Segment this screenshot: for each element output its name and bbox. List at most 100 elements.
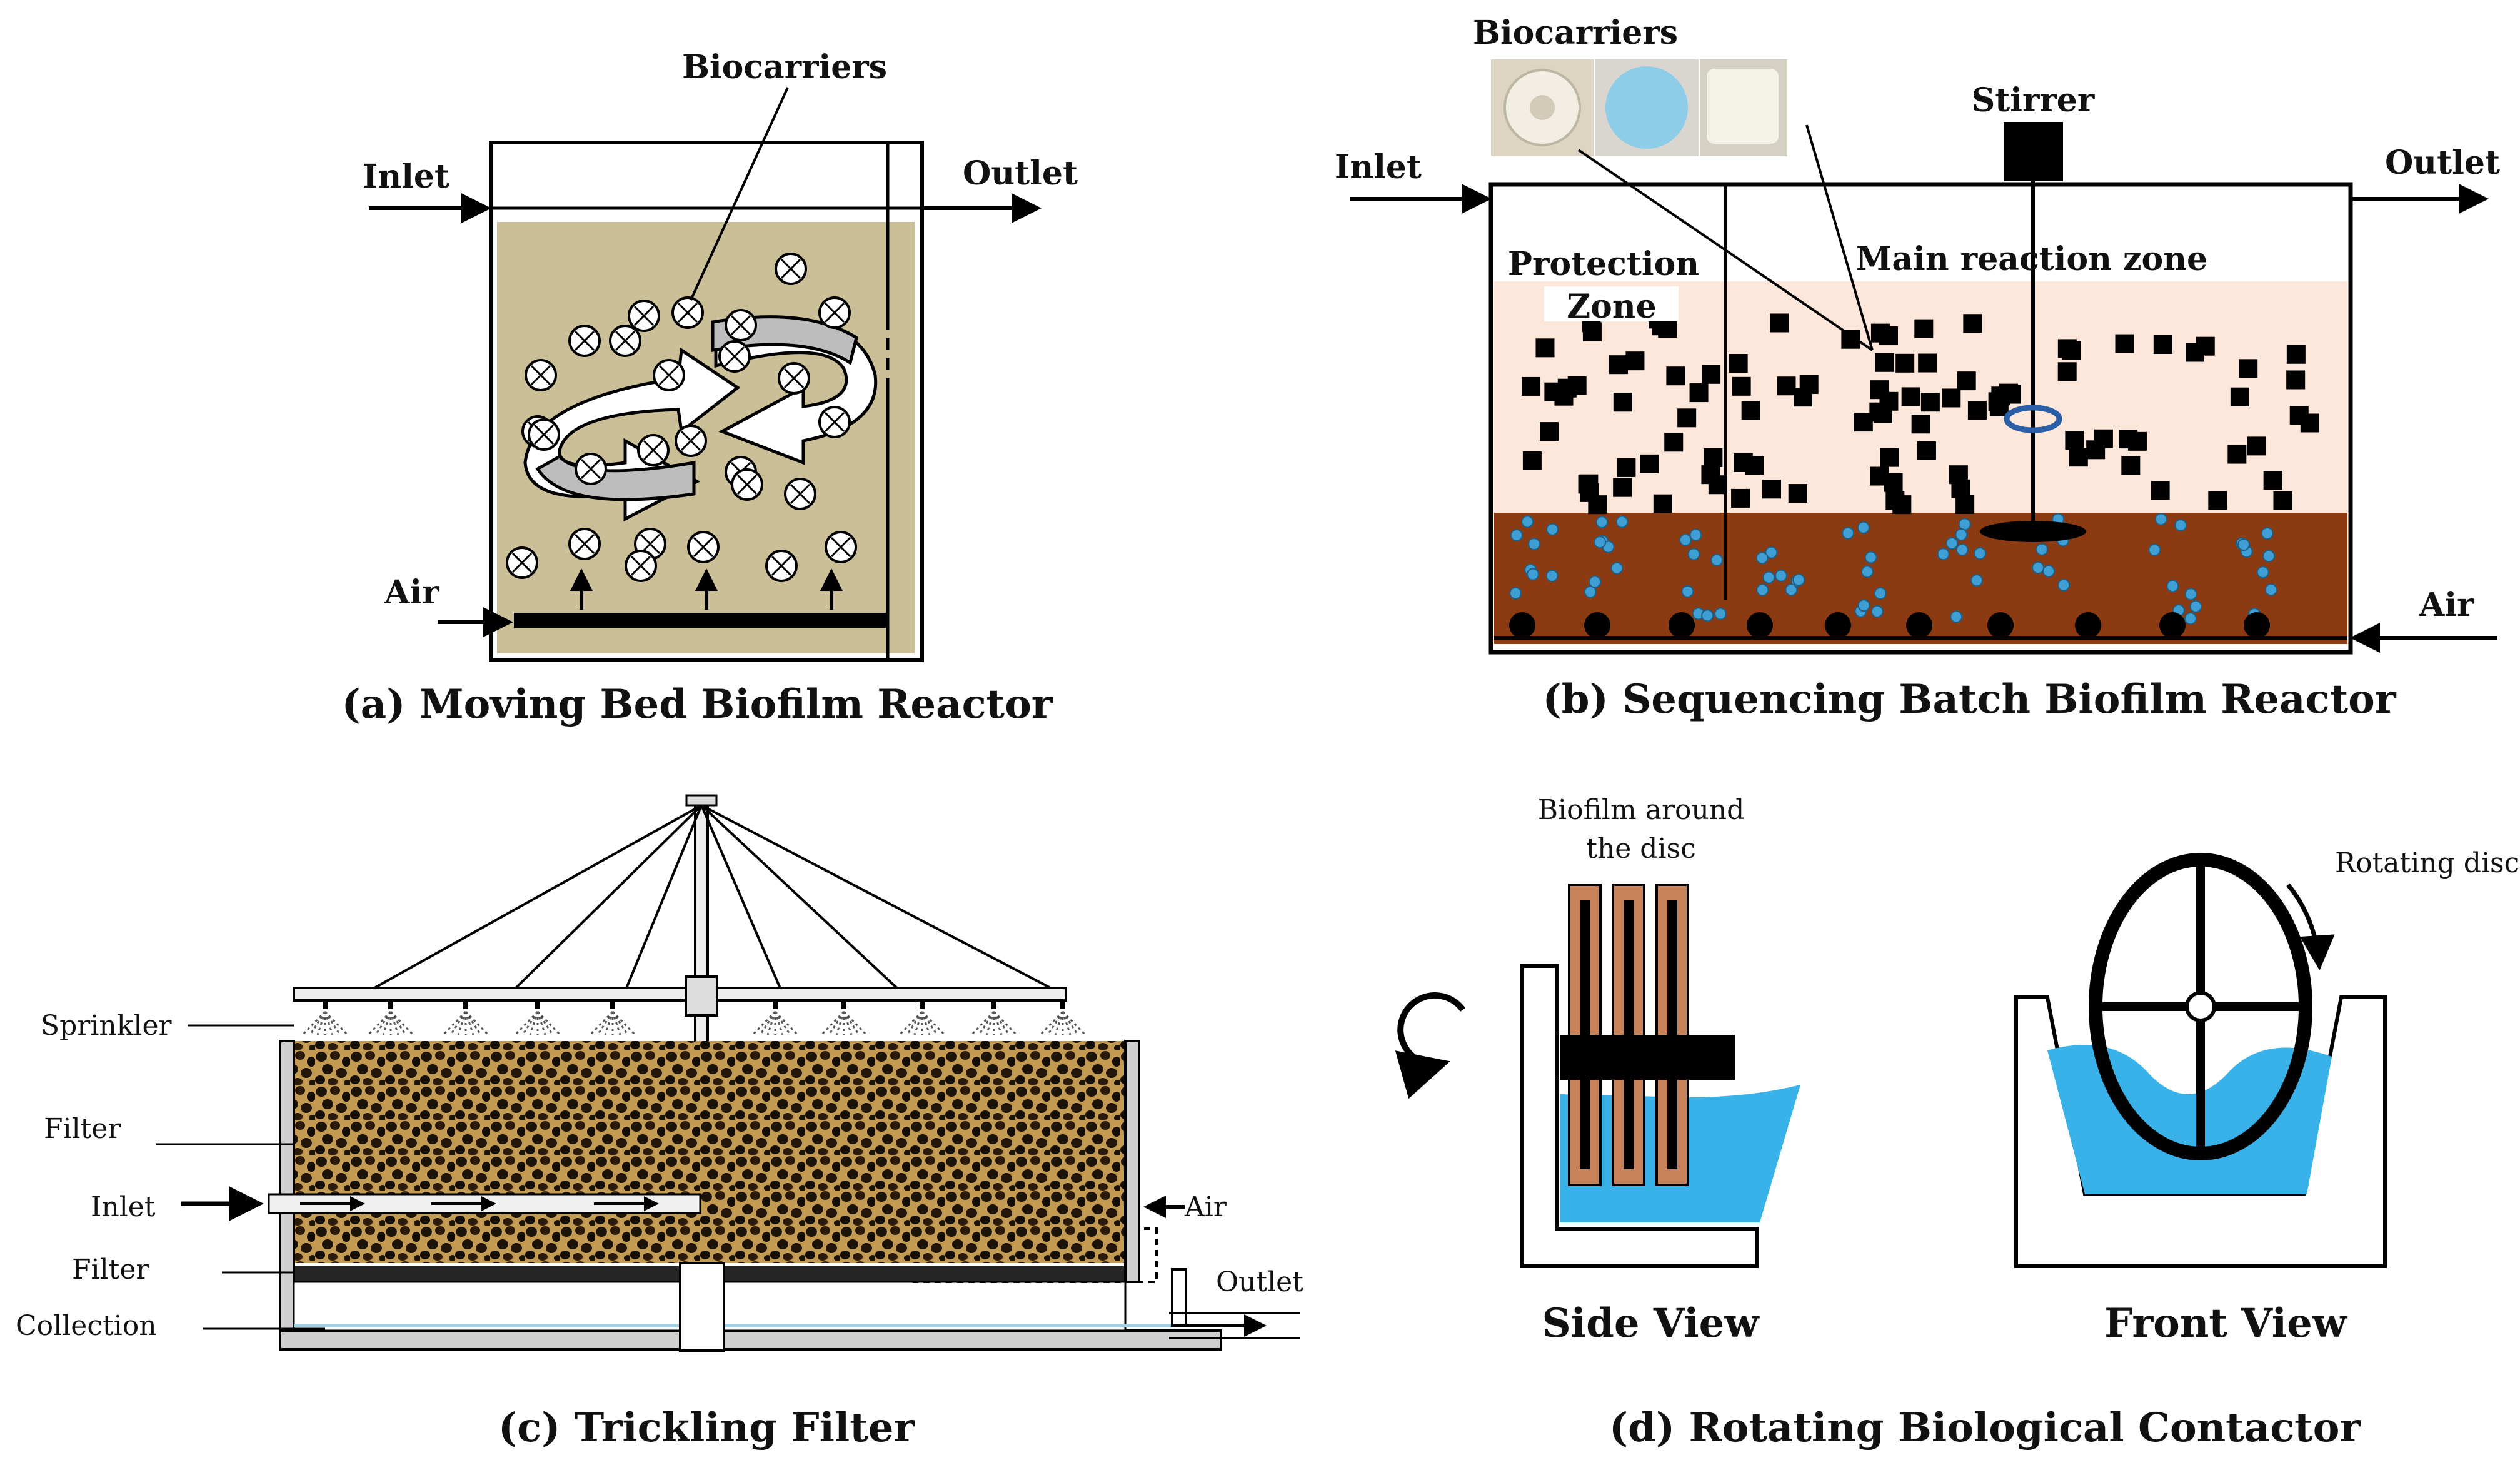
diffuser — [1825, 612, 1851, 638]
air-bubble — [1945, 536, 1959, 550]
spray-nozzle — [514, 1000, 561, 1036]
biocarrier — [528, 418, 560, 451]
biocarrier-cube — [1788, 484, 1807, 503]
mbbr-biocarriers — [506, 253, 857, 582]
biocarrier-cube — [1901, 387, 1920, 406]
biocarrier-cube — [1920, 393, 1940, 412]
biocarrier-cube — [1777, 376, 1796, 396]
biocarrier-cube — [1741, 401, 1760, 420]
biocarrier-cube — [1951, 479, 1970, 498]
tf-sprays — [301, 1000, 1087, 1036]
biocarrier-cube — [1957, 371, 1976, 391]
air-bubble — [2042, 565, 2055, 578]
biocarrier-cube — [1967, 401, 1987, 420]
biocarrier — [778, 362, 810, 395]
air-bubble — [1870, 605, 1884, 618]
air-bubble — [1955, 543, 1969, 556]
caption-c: (c) Trickling Filter — [498, 1404, 916, 1451]
tf-filter-media — [294, 1041, 1125, 1263]
sbbr-stirrer-motor — [2004, 122, 2063, 181]
biocarrier-cube — [1701, 465, 1720, 485]
biocarrier-cube — [1666, 366, 1685, 386]
biocarrier-cube — [2273, 491, 2292, 510]
biocarrier — [825, 531, 857, 563]
diffuser — [2244, 612, 2270, 638]
air-bubble — [2154, 513, 2167, 526]
diffuser — [1669, 612, 1695, 638]
diffuser — [2075, 612, 2101, 638]
biocarrier-cube — [1732, 376, 1751, 396]
biocarrier-cube — [1734, 453, 1753, 472]
biocarrier-cube — [1704, 448, 1723, 467]
biocarrier-cube — [2230, 387, 2249, 406]
biocarrier — [775, 253, 807, 285]
rbc-front-view-label: Front View — [2104, 1300, 2348, 1347]
caption-b: (b) Sequencing Batch Biofilm Reactor — [1542, 676, 2396, 723]
tf-filter-top-label: Filter — [44, 1113, 121, 1145]
sbbr-biocarriers — [1522, 310, 2319, 515]
sbbr-diffusers — [1509, 612, 2270, 638]
biocarrier-cube — [1544, 382, 1564, 401]
air-bubble — [1594, 536, 1607, 549]
air-bubble — [1765, 546, 1778, 559]
diffuser — [1509, 612, 1535, 638]
panel-d-rbc: Biofilm around the disc Side View Rotati… — [1395, 794, 2519, 1451]
air-bubble — [1701, 609, 1714, 622]
biocarrier-cube — [1895, 353, 1915, 373]
air-bubble — [2166, 580, 2179, 593]
biocarrier-cube — [1963, 314, 1982, 333]
air-bubble — [1937, 548, 1950, 561]
biocarrier-cube — [2208, 491, 2227, 510]
air-bubble — [2148, 543, 2161, 556]
biocarrier-cube — [1875, 353, 1894, 372]
air-bubble — [1521, 515, 1534, 528]
biocarrier-cube — [1522, 451, 1542, 470]
tf-filter-bottom-label: Filter — [72, 1254, 149, 1286]
spray-nozzle — [301, 1000, 349, 1036]
biocarrier-cube — [2227, 445, 2247, 464]
air-bubble — [1681, 585, 1694, 598]
biocarrier-cube — [1870, 380, 1890, 400]
caption-d: (d) Rotating Biological Contactor — [1609, 1404, 2362, 1451]
biocarrier-cube — [1892, 495, 1912, 515]
tf-sprinkler-label: Sprinkler — [41, 1010, 173, 1042]
biocarrier — [765, 550, 798, 582]
sbbr-air-label: Air — [2419, 586, 2474, 624]
spray-nozzle — [751, 1000, 799, 1036]
biocarrier-cube — [1731, 488, 1750, 508]
biocarrier-cube — [1640, 454, 1659, 473]
biocarrier — [628, 300, 660, 332]
biocarrier-cube — [2286, 345, 2306, 364]
tf-air-duct — [913, 1227, 1158, 1283]
mbbr-up-arrows — [570, 568, 843, 610]
air-bubble — [1755, 551, 1769, 565]
mbbr-aerator-pipe — [514, 613, 889, 628]
biocarrier-cube — [1999, 383, 2018, 403]
biocarrier-cube — [1653, 494, 1672, 513]
tf-inlet-label: Inlet — [91, 1191, 156, 1223]
biocarrier — [818, 406, 851, 438]
biocarrier-cube — [1917, 441, 1936, 460]
biocarrier-cube — [2185, 343, 2204, 362]
tf-sprinkler-arm — [293, 987, 1067, 1002]
air-bubble — [2189, 600, 2202, 613]
sbbr-protection-label-2: Zone — [1567, 288, 1657, 326]
air-bubble — [1546, 523, 1559, 536]
biocarrier-cube — [1870, 323, 1890, 343]
biocarrier-cube — [1770, 313, 1789, 333]
spray-nozzle — [1039, 1000, 1087, 1036]
air-bubble — [1955, 528, 1968, 541]
air-bubble — [1842, 526, 1855, 540]
panel-a-mbbr: Biocarriers Inlet Outlet Air (a) Moving … — [342, 48, 1078, 728]
air-bubble — [2256, 566, 2269, 579]
air-bubble — [1857, 521, 1870, 534]
biocarrier-cube — [1880, 448, 1899, 467]
air-bubble — [1874, 587, 1887, 600]
biocarrier — [725, 309, 757, 341]
air-bubble — [1762, 571, 1775, 584]
biocarrier — [609, 325, 641, 357]
spray-nozzle — [820, 1000, 868, 1036]
air-bubble — [2262, 550, 2276, 563]
biocarrier-cube — [1535, 338, 1555, 358]
biocarrier — [687, 531, 720, 563]
